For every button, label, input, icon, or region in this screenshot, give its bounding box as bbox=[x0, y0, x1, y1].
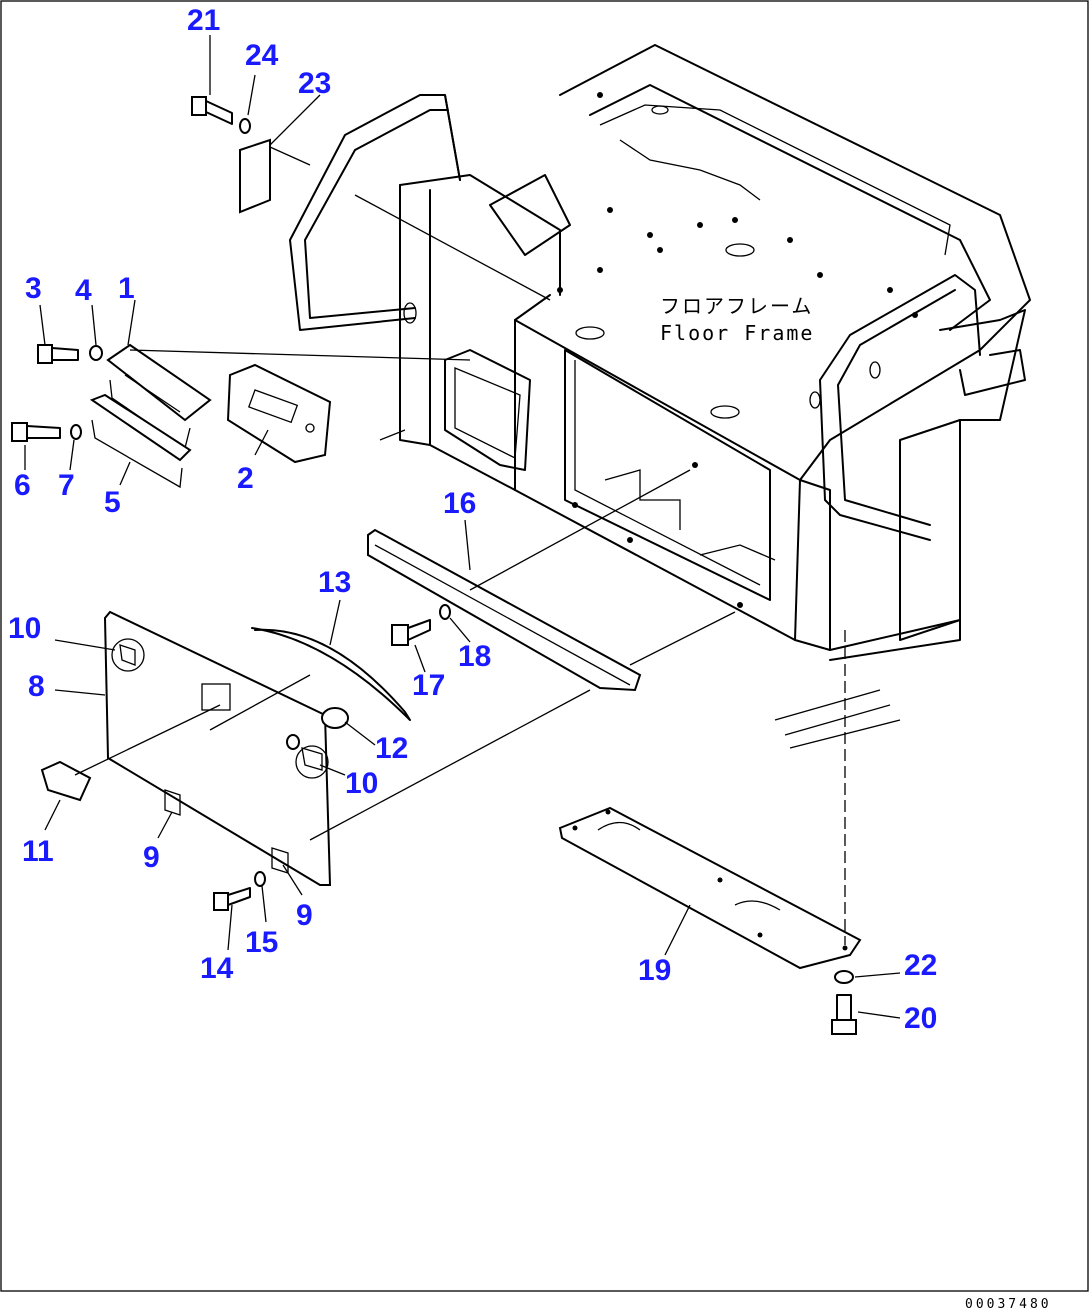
callout-9a: 9 bbox=[143, 841, 160, 874]
handrail-right bbox=[809, 274, 1026, 541]
part-22-cover bbox=[239, 138, 271, 214]
floor-frame bbox=[399, 44, 1031, 749]
callout-23: 21 bbox=[187, 4, 220, 37]
part-12-knob bbox=[286, 707, 349, 750]
callout-22: 23 bbox=[298, 67, 331, 100]
callout-20: 20 bbox=[904, 1002, 937, 1035]
callout-16: 16 bbox=[443, 487, 476, 520]
part-5-bracket bbox=[89, 393, 192, 489]
callout-13: 13 bbox=[318, 566, 351, 599]
part-4-washer bbox=[89, 345, 103, 361]
part-24-washer bbox=[239, 118, 251, 134]
part-21-washer bbox=[834, 970, 854, 984]
part-20-bolt bbox=[831, 994, 857, 1035]
part-11-latch bbox=[40, 760, 92, 802]
callout-10a: 10 bbox=[8, 612, 41, 645]
part-19-plate bbox=[558, 806, 862, 970]
part-2-panel bbox=[226, 363, 332, 464]
part-16-rail bbox=[367, 528, 642, 692]
callout-4: 4 bbox=[75, 274, 92, 307]
callout-24: 24 bbox=[245, 39, 279, 72]
part-6-bolt bbox=[11, 422, 61, 442]
part-18-washer bbox=[439, 604, 451, 620]
part-8-cover-panel bbox=[103, 610, 332, 886]
part-13-seal bbox=[251, 627, 411, 721]
callout-11: 11 bbox=[22, 835, 54, 868]
callout-12: 12 bbox=[375, 732, 408, 765]
callout-5: 5 bbox=[104, 486, 121, 519]
part-17-bolt bbox=[391, 619, 431, 646]
part-7-washer bbox=[70, 424, 82, 440]
callout-21: 22 bbox=[904, 949, 937, 982]
document-number: 00037480 bbox=[965, 1297, 1052, 1312]
callouts: 21 24 23 3 4 1 6 7 5 2 16 13 10 8 18 17 … bbox=[8, 4, 937, 1035]
callout-15: 15 bbox=[245, 926, 278, 959]
part-23-bolt bbox=[191, 96, 233, 125]
frame-label-english: Floor Frame bbox=[660, 321, 814, 345]
callout-3: 3 bbox=[25, 272, 42, 305]
handrail-left bbox=[289, 94, 461, 331]
callout-18: 18 bbox=[458, 640, 491, 673]
frame-label-japanese: フロアフレーム bbox=[660, 294, 813, 318]
part-3-bolt bbox=[37, 344, 79, 364]
part-15-washer bbox=[254, 871, 266, 887]
callout-19: 19 bbox=[638, 954, 671, 987]
callout-6: 6 bbox=[14, 469, 31, 502]
part-14-bolt bbox=[213, 887, 251, 911]
callout-17: 17 bbox=[412, 669, 445, 702]
callout-7: 7 bbox=[58, 469, 75, 502]
callout-10b: 10 bbox=[345, 767, 378, 800]
leader-lines bbox=[24, 35, 901, 1019]
callout-2: 2 bbox=[237, 462, 254, 495]
callout-9b: 9 bbox=[296, 899, 313, 932]
callout-14: 14 bbox=[200, 952, 234, 985]
callout-1: 1 bbox=[118, 272, 135, 305]
callout-8: 8 bbox=[28, 670, 45, 703]
